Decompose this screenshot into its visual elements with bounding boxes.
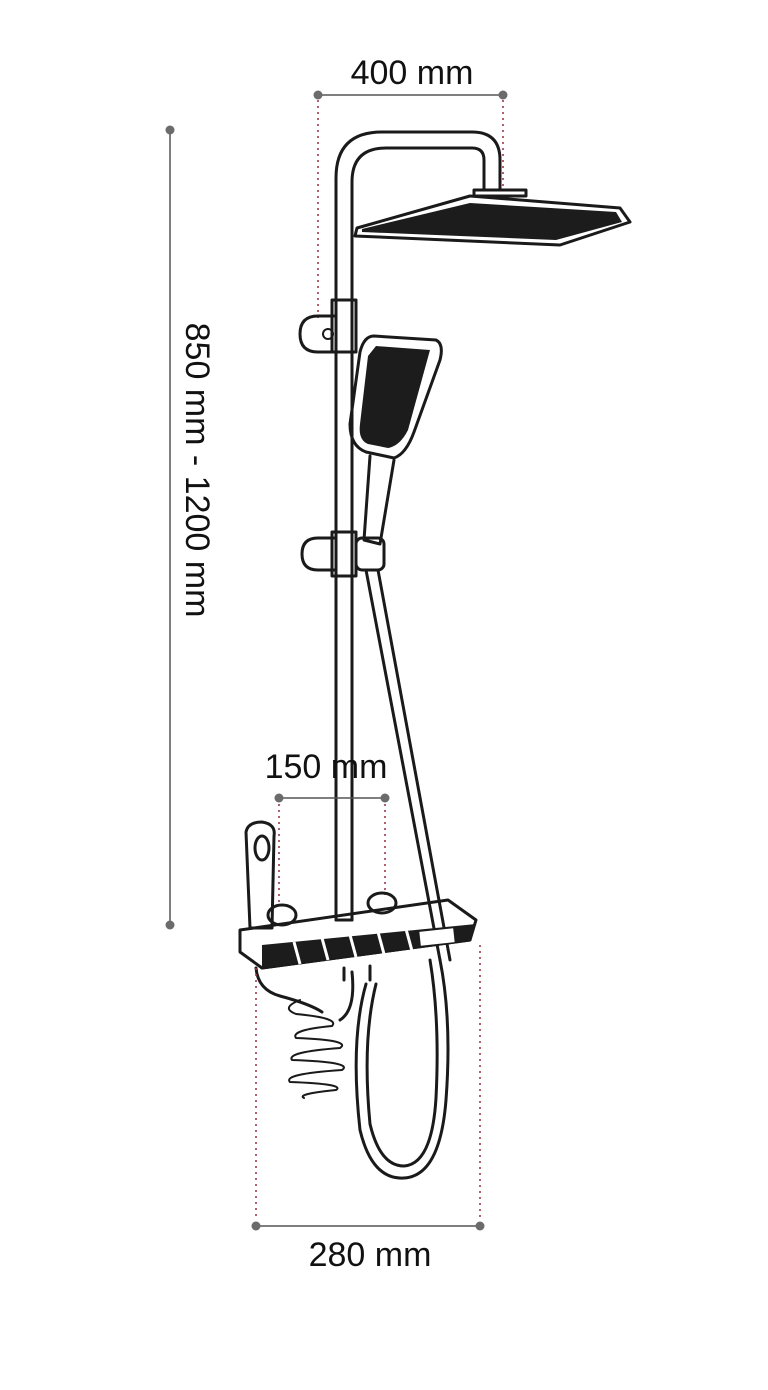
top-width-label: 400 mm [351, 54, 474, 92]
height-range-label: 850 mm - 1200 mm [178, 323, 216, 618]
upper-wall-bracket [298, 298, 358, 354]
bidet-sprayer [244, 820, 276, 930]
thermostatic-shelf [238, 898, 478, 970]
height-dimension: 850 mm - 1200 mm [165, 125, 216, 930]
top-width-dimension: 400 mm [313, 54, 508, 318]
slide-bracket [300, 530, 386, 578]
rain-shower-head [353, 188, 632, 247]
riser-rail [334, 130, 502, 922]
valve-spacing-label: 150 mm [265, 748, 388, 786]
control-buttons [292, 928, 455, 965]
bottom-width-dimension: 280 mm [251, 945, 485, 1274]
valve-spacing-dimension: 150 mm [265, 748, 390, 905]
hand-shower [348, 334, 443, 546]
bottom-width-label: 280 mm [309, 1236, 432, 1274]
coiled-bidet-hose [254, 964, 372, 1099]
hand-shower-hose [354, 568, 452, 1180]
